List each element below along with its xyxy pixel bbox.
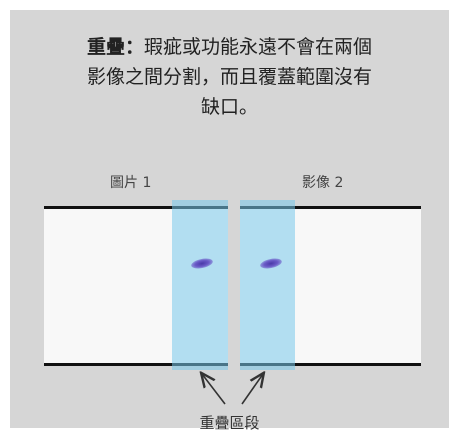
description-text-1: 瑕疵或功能永遠不會在兩個 <box>144 36 373 58</box>
description-line-3: 缺口。 <box>200 96 258 118</box>
description-line-1: 重疊：瑕疵或功能永遠不會在兩個 <box>10 32 449 62</box>
overlap-caption: 重疊區段 <box>199 414 260 432</box>
overlap-region-1 <box>172 200 228 370</box>
arrow-right <box>241 374 263 405</box>
explanation-panel: 重疊：瑕疵或功能永遠不會在兩個 影像之間分割，而且覆蓋範圍沒有 缺口。 圖片 1… <box>10 10 449 432</box>
description-term: 重疊： <box>86 36 144 58</box>
image-2-label: 影像 2 <box>302 175 344 191</box>
image-1-label: 圖片 1 <box>110 175 152 191</box>
arrow-left <box>202 374 226 405</box>
overlap-region-2 <box>240 200 295 370</box>
description-line-2: 影像之間分割，而且覆蓋範圍沒有 <box>86 66 372 88</box>
pointer-arrows <box>10 10 449 405</box>
overlap-description: 重疊：瑕疵或功能永遠不會在兩個 影像之間分割，而且覆蓋範圍沒有 缺口。 <box>10 32 449 122</box>
